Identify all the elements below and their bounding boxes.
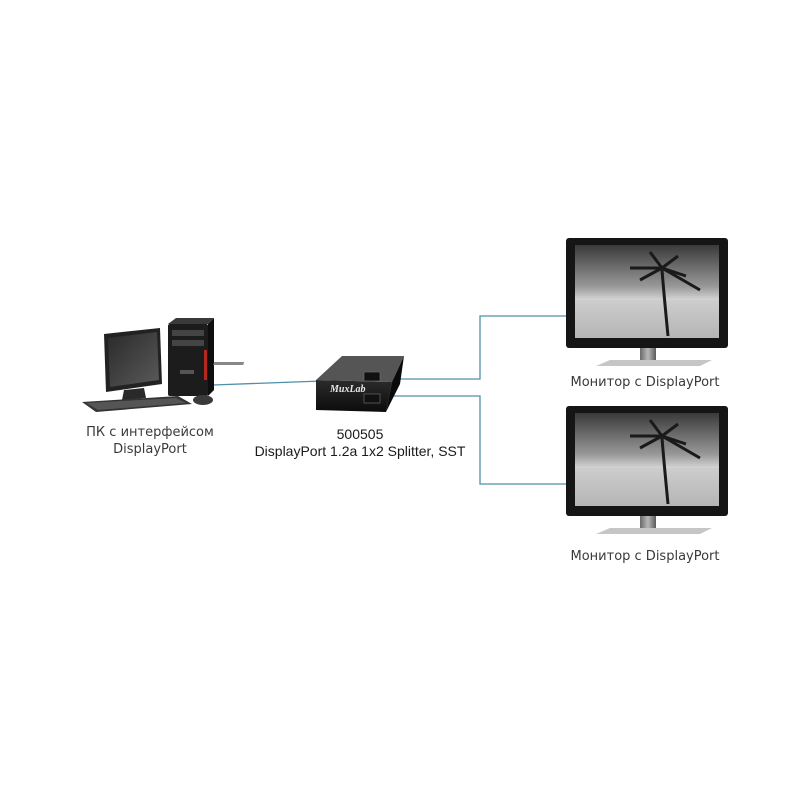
monitor-top-label-text: Монитор с DisplayPort — [570, 375, 720, 390]
cable-splitter-to-monitor-bottom — [385, 395, 572, 485]
pc-label-line1: ПК с интерфейсом — [86, 425, 214, 440]
monitor-bottom-label-text: Монитор с DisplayPort — [570, 549, 720, 564]
monitor-bottom-icon — [566, 406, 728, 534]
pc-label-line2: DisplayPort — [113, 442, 187, 457]
muxlab-logo: MuxLab — [329, 384, 366, 395]
monitor-top-label: Монитор с DisplayPort — [560, 374, 730, 391]
pc-label: ПК с интерфейсом DisplayPort — [70, 424, 230, 458]
splitter-description: DisplayPort 1.2a 1x2 Splitter, SST — [254, 443, 466, 459]
splitter-model: 500505 — [336, 426, 384, 442]
pc-computer-icon — [82, 318, 214, 412]
cable-splitter-to-monitor-top — [390, 315, 572, 380]
monitor-top-icon — [566, 238, 728, 366]
cable-pc-to-splitter — [212, 380, 323, 386]
monitor-bottom-label: Монитор с DisplayPort — [560, 548, 730, 565]
splitter-label: 500505 DisplayPort 1.2a 1x2 Splitter, SS… — [230, 426, 490, 460]
splitter-device-icon: MuxLab — [213, 356, 404, 412]
